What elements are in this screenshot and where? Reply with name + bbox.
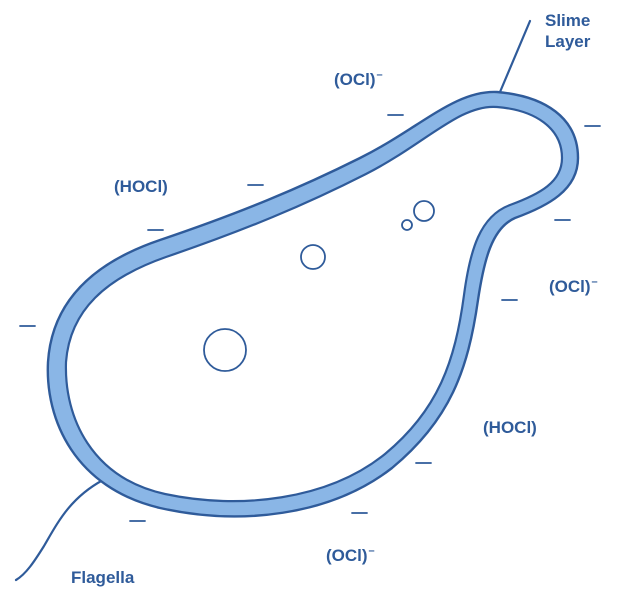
cell-interior [66, 107, 562, 501]
negative-charge-superscript: – [592, 276, 598, 288]
vacuole-medium [301, 245, 325, 269]
hypochlorous-acid-label-left: (HOCl) [114, 177, 168, 197]
hypochlorite-ion-text: (OCl) [326, 546, 368, 565]
hypochlorous-acid-label-right: (HOCl) [483, 418, 537, 438]
vacuole-tiny [402, 220, 412, 230]
hypochlorite-ion-text: (OCl) [334, 70, 376, 89]
slime-layer-label: Slime Layer [545, 10, 590, 52]
slime-layer-label-line2: Layer [545, 31, 590, 52]
flagella-strand [16, 480, 103, 580]
slime-layer-pointer [500, 21, 530, 92]
hypochlorite-ion-text: (OCl) [549, 277, 591, 296]
vacuole-small [414, 201, 434, 221]
flagella-label: Flagella [71, 568, 134, 588]
hypochlorite-ion-label-right: (OCl)– [549, 272, 598, 297]
hypochlorite-ion-label-bottom: (OCl)– [326, 541, 375, 566]
negative-charge-superscript: – [377, 69, 383, 81]
vacuole-large [204, 329, 246, 371]
slime-layer-label-line1: Slime [545, 10, 590, 31]
negative-charge-superscript: – [369, 545, 375, 557]
hypochlorite-ion-label-top: (OCl)– [334, 65, 383, 90]
